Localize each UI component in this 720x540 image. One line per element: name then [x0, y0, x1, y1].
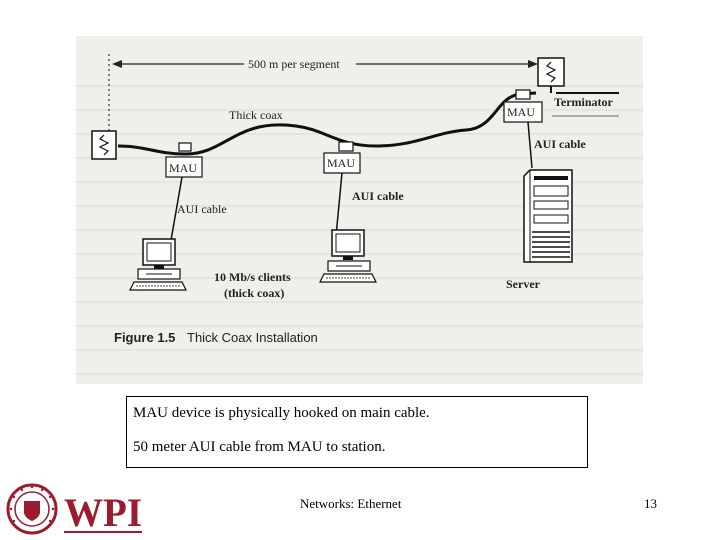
figure-caption-number: Figure 1.5 [114, 330, 175, 345]
ruled-lines [76, 85, 643, 375]
mau-middle: MAU [323, 141, 361, 174]
thick-coax-figure: 500 m per segment Thick coax Terminator … [76, 36, 643, 384]
aui-cable-left [169, 176, 183, 247]
terminator-right [537, 57, 565, 93]
arrowhead-left [112, 60, 122, 68]
client-pc-left [129, 238, 187, 291]
aui-label-left: AUI cable [177, 202, 227, 216]
aui-cable-right [527, 121, 533, 169]
mau-right-label: MAU [507, 105, 535, 119]
mau-left-label: MAU [169, 161, 197, 175]
thick-coax-cable [117, 91, 537, 156]
clients-label-line1: 10 Mb/s clients [214, 270, 291, 284]
figure-caption-text: Thick Coax Installation [187, 330, 318, 345]
aui-label-middle: AUI cable [352, 189, 404, 203]
terminator-left [91, 130, 117, 160]
page-number: 13 [644, 496, 657, 511]
footer-title: Networks: Ethernet [300, 496, 402, 511]
server-label: Server [506, 277, 541, 291]
arrowhead-right [528, 60, 538, 68]
wpi-logo: WPI [6, 483, 142, 535]
aui-label-right: AUI cable [534, 137, 586, 151]
note-line-2: 50 meter AUI cable from MAU to station. [133, 439, 386, 455]
note-line-1: MAU device is physically hooked on main … [133, 405, 430, 421]
mau-right: MAU [503, 89, 543, 123]
mau-middle-label: MAU [327, 156, 355, 170]
mau-left: MAU [165, 142, 203, 178]
aui-cable-middle [335, 172, 343, 237]
clients-label-line2: (thick coax) [224, 286, 284, 300]
thick-coax-diagram: 500 m per segment Thick coax Terminator … [76, 54, 643, 375]
wpi-logo-text: WPI [64, 490, 142, 535]
terminator-label: Terminator [554, 95, 614, 109]
segment-label: 500 m per segment [248, 57, 340, 71]
server-tower [523, 169, 573, 263]
note-box: MAU device is physically hooked on main … [126, 396, 588, 468]
coax-label: Thick coax [229, 108, 283, 122]
client-pc-middle [319, 229, 377, 283]
